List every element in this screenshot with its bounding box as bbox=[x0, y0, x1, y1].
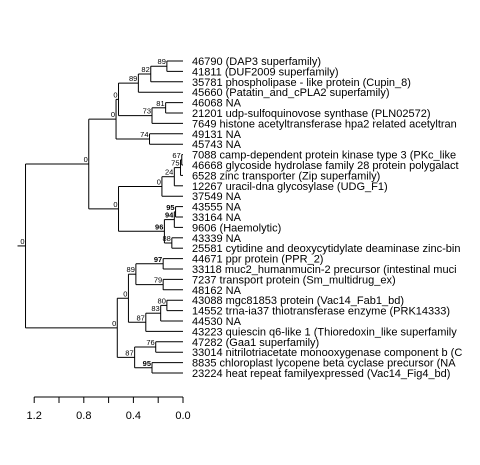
leaf-labels: 46790 (DAP3 superfamily)41811 (DUF2009 s… bbox=[192, 56, 462, 380]
leaf-label: 9606 (Haemolytic) bbox=[192, 222, 281, 234]
support-value: 0 bbox=[84, 155, 88, 164]
leaf-label: 44530 NA bbox=[192, 316, 242, 328]
tree-edges bbox=[17, 60, 183, 374]
leaf-label: 43223 quiescin q6-like 1 (Thioredoxin_li… bbox=[192, 326, 457, 338]
axis-tick-label: 1.2 bbox=[27, 410, 42, 422]
leaf-label: 44671 ppr protein (PPR_2) bbox=[192, 254, 323, 266]
axis-tick-label: 0.0 bbox=[175, 410, 190, 422]
leaf-label: 47282 (Gaa1 superfamily) bbox=[192, 337, 319, 349]
leaf-label: 43088 mgc81853 protein (Vac14_Fab1_bd) bbox=[192, 295, 404, 307]
leaf-label: 7088 camp-dependent protein kinase type … bbox=[192, 150, 456, 162]
leaf-label: 45743 NA bbox=[192, 139, 242, 151]
support-value: 79 bbox=[154, 276, 162, 285]
support-value: 87 bbox=[136, 313, 144, 322]
leaf-label: 21201 udp-sulfoquinovose synthase (PLN02… bbox=[192, 108, 431, 120]
leaf-label: 8835 chloroplast lycopene beta cyclase p… bbox=[192, 358, 456, 370]
support-value: 87 bbox=[125, 348, 133, 357]
leaf-label: 35781 phospholipase - like protein (Cupi… bbox=[192, 77, 411, 89]
leaf-label: 6528 zinc transporter (Zip superfamily) bbox=[192, 170, 380, 182]
leaf-label: 43339 NA bbox=[192, 233, 242, 245]
support-value: 75 bbox=[171, 159, 179, 168]
leaf-label: 46668 glycoside hydrolase family 28 prot… bbox=[192, 160, 459, 172]
support-value: 80 bbox=[158, 296, 166, 305]
support-value: 0 bbox=[112, 319, 116, 328]
leaf-label: 46068 NA bbox=[192, 98, 242, 110]
support-value: 74 bbox=[140, 130, 148, 139]
leaf-label: 7237 transport protein (Sm_multidrug_ex) bbox=[192, 274, 396, 286]
support-value: 96 bbox=[155, 222, 163, 231]
support-value: 95 bbox=[166, 203, 174, 212]
support-value: 94 bbox=[165, 211, 174, 220]
leaf-label: 49131 NA bbox=[192, 129, 242, 141]
support-value: 73 bbox=[143, 107, 151, 116]
support-value: 81 bbox=[156, 99, 164, 108]
leaf-label: 7649 histone acetyltransferase hpa2 rela… bbox=[192, 118, 457, 130]
support-value: 89 bbox=[158, 57, 166, 66]
support-value: 95 bbox=[143, 359, 151, 368]
support-value: 67 bbox=[172, 151, 180, 160]
leaf-label: 33164 NA bbox=[192, 212, 242, 224]
leaf-label: 37549 NA bbox=[192, 191, 242, 203]
leaf-label: 14552 trna-ia37 thiotransferase enzyme (… bbox=[192, 306, 450, 318]
leaf-label: 45660 (Patatin_and_cPLA2 superfamily) bbox=[192, 87, 390, 99]
support-value: 97 bbox=[154, 255, 162, 264]
support-value: 82 bbox=[141, 65, 149, 74]
support-value: 0 bbox=[20, 237, 24, 246]
axis-ticks: 1.2 0.8 0.4 0.0 bbox=[27, 397, 191, 422]
support-value: 83 bbox=[151, 304, 159, 313]
support-value: 89 bbox=[127, 265, 135, 274]
scale-axis: 1.2 0.8 0.4 0.0 bbox=[27, 396, 191, 422]
leaf-label: 33014 nitrilotriacetate monooxygenase co… bbox=[192, 347, 462, 359]
axis-tick-label: 0.4 bbox=[126, 410, 141, 422]
support-value: 76 bbox=[146, 338, 154, 347]
support-value: 0 bbox=[123, 289, 127, 298]
leaf-label: 23224 heat repeat familyexpressed (Vac14… bbox=[192, 368, 450, 380]
support-value: 0 bbox=[111, 110, 115, 119]
support-value: 89 bbox=[129, 74, 137, 83]
leaf-label: 33118 muc2_humanmucin-2 precursor (intes… bbox=[192, 264, 457, 276]
leaf-label: 46790 (DAP3 superfamily) bbox=[192, 56, 321, 68]
support-value: 0 bbox=[113, 200, 117, 209]
leaf-label: 25581 cytidine and deoxycytidylate deami… bbox=[192, 243, 460, 255]
leaf-label: 41811 (DUF2009 superfamily) bbox=[192, 66, 339, 78]
support-value: 88 bbox=[162, 234, 170, 243]
leaf-label: 48162 NA bbox=[192, 285, 242, 297]
support-value: 0 bbox=[157, 177, 161, 186]
support-values: 8982898173074067752409594889600977989808… bbox=[20, 57, 180, 368]
leaf-label: 43555 NA bbox=[192, 202, 242, 214]
leaf-label: 12267 uracil-dna glycosylase (UDG_F1) bbox=[192, 181, 388, 193]
axis-tick-label: 0.8 bbox=[76, 410, 91, 422]
support-value: 24 bbox=[165, 168, 173, 177]
support-value: 0 bbox=[113, 90, 117, 99]
